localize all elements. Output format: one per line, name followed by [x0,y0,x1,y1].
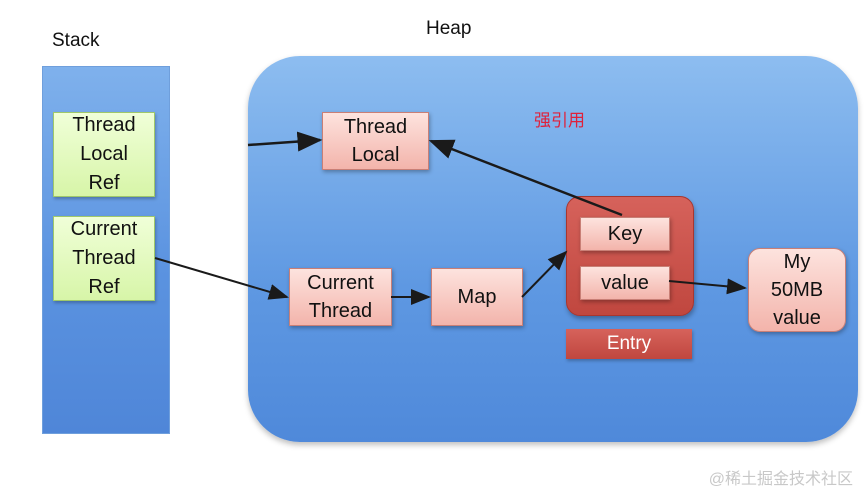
thread-local-ref-box: Thread Local Ref [53,112,155,197]
arrow-map-to-entry [521,250,568,298]
watermark: @稀土掘金技术社区 [708,471,853,488]
strong-reference-label: 强引用 [534,111,585,130]
heap-title: Heap [426,18,472,39]
stack-title: Stack [52,30,100,51]
arrow-key-to-threadlocal [428,139,623,217]
map-box: Map [431,268,523,326]
arrow-threadlocalref-to-threadlocal [247,131,323,152]
entry-value-box: value [580,266,670,300]
entry-label: Entry [566,329,692,359]
current-thread-box: Current Thread [289,268,392,326]
my-50mb-value-box: My 50MB value [748,248,846,332]
arrow-value-to-my50mb [668,278,747,295]
current-thread-ref-box: Current Thread Ref [53,216,155,301]
arrow-currentthreadref-to-currentthread [154,257,289,300]
entry-key-box: Key [580,217,670,251]
thread-local-box: Thread Local [322,112,429,170]
